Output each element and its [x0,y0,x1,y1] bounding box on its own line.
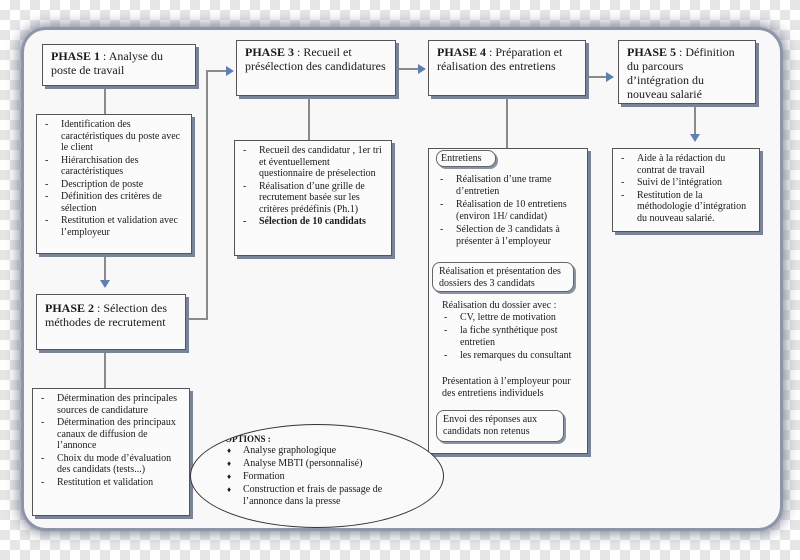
list-item: CV, lettre de motivation [442,312,586,324]
phase5-list-box: Aide à la rédaction du contrat de travai… [612,148,760,232]
presentation-dossiers-box: Réalisation et présentation des dossiers… [432,262,574,292]
dossier-section: Réalisation du dossier avec : CV, lettre… [442,300,586,363]
phase3-title: : Recueil et présélection des candidatur… [245,45,386,73]
list-item: la fiche synthétique post entretien [442,325,586,349]
connector-p4-list [506,96,508,148]
list-item: Détermination des principaux canaux de d… [39,417,181,452]
phase4-box: PHASE 4 : Préparation et réalisation des… [428,40,586,96]
dossier-heading: Réalisation du dossier avec : [442,300,557,311]
phase2-box: PHASE 2 : Sélection des méthodes de recr… [36,294,186,350]
arrow-to-phase4 [418,64,426,74]
phase2-label: PHASE 2 [45,301,95,315]
list-item: Restitution et validation avec l’employe… [43,215,183,238]
list-item: Sélection de 3 candidats à présenter à l… [438,224,584,248]
connector-p2-list [104,350,106,388]
options-items: Analyse graphologique Analyse MBTI (pers… [225,445,421,508]
entretiens-list: Réalisation d’une trame d’entretien Réal… [438,174,584,249]
connector-p3-list [308,96,310,140]
list-item: Formation [225,471,421,483]
connector-p1-p2 [104,252,106,282]
list-item: Description de poste [43,179,183,191]
connector-p5-list [694,104,696,134]
connector-p1-list [104,86,106,114]
connector-to-p3 [206,70,228,72]
list-item: Définition des critères de sélection [43,191,183,214]
presentation-dossiers-text: Réalisation et présentation des dossiers… [439,266,561,289]
phase3-label: PHASE 3 [245,45,295,59]
list-item: Réalisation d’une trame d’entretien [438,174,584,198]
phase2-items: Détermination des principales sources de… [39,393,181,488]
entretiens-items: Réalisation d’une trame d’entretien Réal… [438,174,584,248]
phase1-label: PHASE 1 [51,49,101,63]
phase4-title: : Préparation et réalisation des entreti… [437,45,563,73]
phase1-items: Identification des caractéristiques du p… [43,119,183,238]
envoi-reponses-text: Envoi des réponses aux candidats non ret… [443,414,538,437]
connector-p3-p4 [396,68,420,70]
list-item: Suivi de l’intégration [619,177,751,189]
list-item: Identification des caractéristiques du p… [43,119,183,154]
list-item: Analyse graphologique [225,445,421,457]
phase5-box: PHASE 5 : Définition du parcours d’intég… [618,40,756,104]
entretiens-label-box: Entretiens [436,150,496,167]
list-item: Restitution et validation [39,477,181,489]
list-item: Hiérarchisation des caractéristiques [43,155,183,178]
list-item: Détermination des principales sources de… [39,393,181,416]
list-item: Analyse MBTI (personnalisé) [225,458,421,470]
phase2-title: : Sélection des méthodes de recrutement [45,301,167,329]
list-item: Recueil des candidatur , 1er tri et éven… [241,145,383,180]
list-item: Réalisation d’une grille de recrutement … [241,181,383,216]
phase1-title: : Analyse du poste de travail [51,49,164,77]
arrow-to-phase3 [226,66,234,76]
connector-p4-p5 [586,76,608,78]
phase5-title: : Définition du parcours d’intégration d… [627,45,735,101]
list-item: Sélection de 10 candidats [241,216,383,228]
phase5-label: PHASE 5 [627,45,677,59]
phase5-items: Aide à la rédaction du contrat de travai… [619,153,751,224]
presentation-employeur: Présentation à l’employeur pour des entr… [442,376,571,399]
phase4-label: PHASE 4 [437,45,487,59]
list-item: Restitution de la méthodologie d’intégra… [619,190,751,225]
phase2-list-box: Détermination des principales sources de… [32,388,190,516]
list-item: les remarques du consultant [442,350,586,362]
phase1-box: PHASE 1 : Analyse du poste de travail [42,44,196,86]
list-item: Aide à la rédaction du contrat de travai… [619,153,751,176]
phase3-items: Recueil des candidatur , 1er tri et éven… [241,145,383,228]
options-oval: OPTIONS : Analyse graphologique Analyse … [190,424,444,528]
connector-p2-right [186,318,208,320]
list-item: Choix du mode d’évaluation des candidats… [39,453,181,476]
phase3-list-box: Recueil des candidatur , 1er tri et éven… [234,140,392,256]
options-title: OPTIONS : [225,434,271,444]
list-item: Construction et frais de passage de l’an… [225,484,421,508]
arrow-to-phase5-list [690,134,700,142]
phase1-list-box: Identification des caractéristiques du p… [36,114,192,254]
envoi-reponses-box: Envoi des réponses aux candidats non ret… [436,410,564,442]
arrow-to-phase2 [100,280,110,288]
phase3-box: PHASE 3 : Recueil et présélection des ca… [236,40,396,96]
dossier-items: CV, lettre de motivation la fiche synthé… [442,312,586,362]
arrow-to-phase5 [606,72,614,82]
entretiens-label: Entretiens [441,153,482,164]
connector-riser [206,70,208,320]
list-item: Réalisation de 10 entretiens (environ 1H… [438,199,584,223]
